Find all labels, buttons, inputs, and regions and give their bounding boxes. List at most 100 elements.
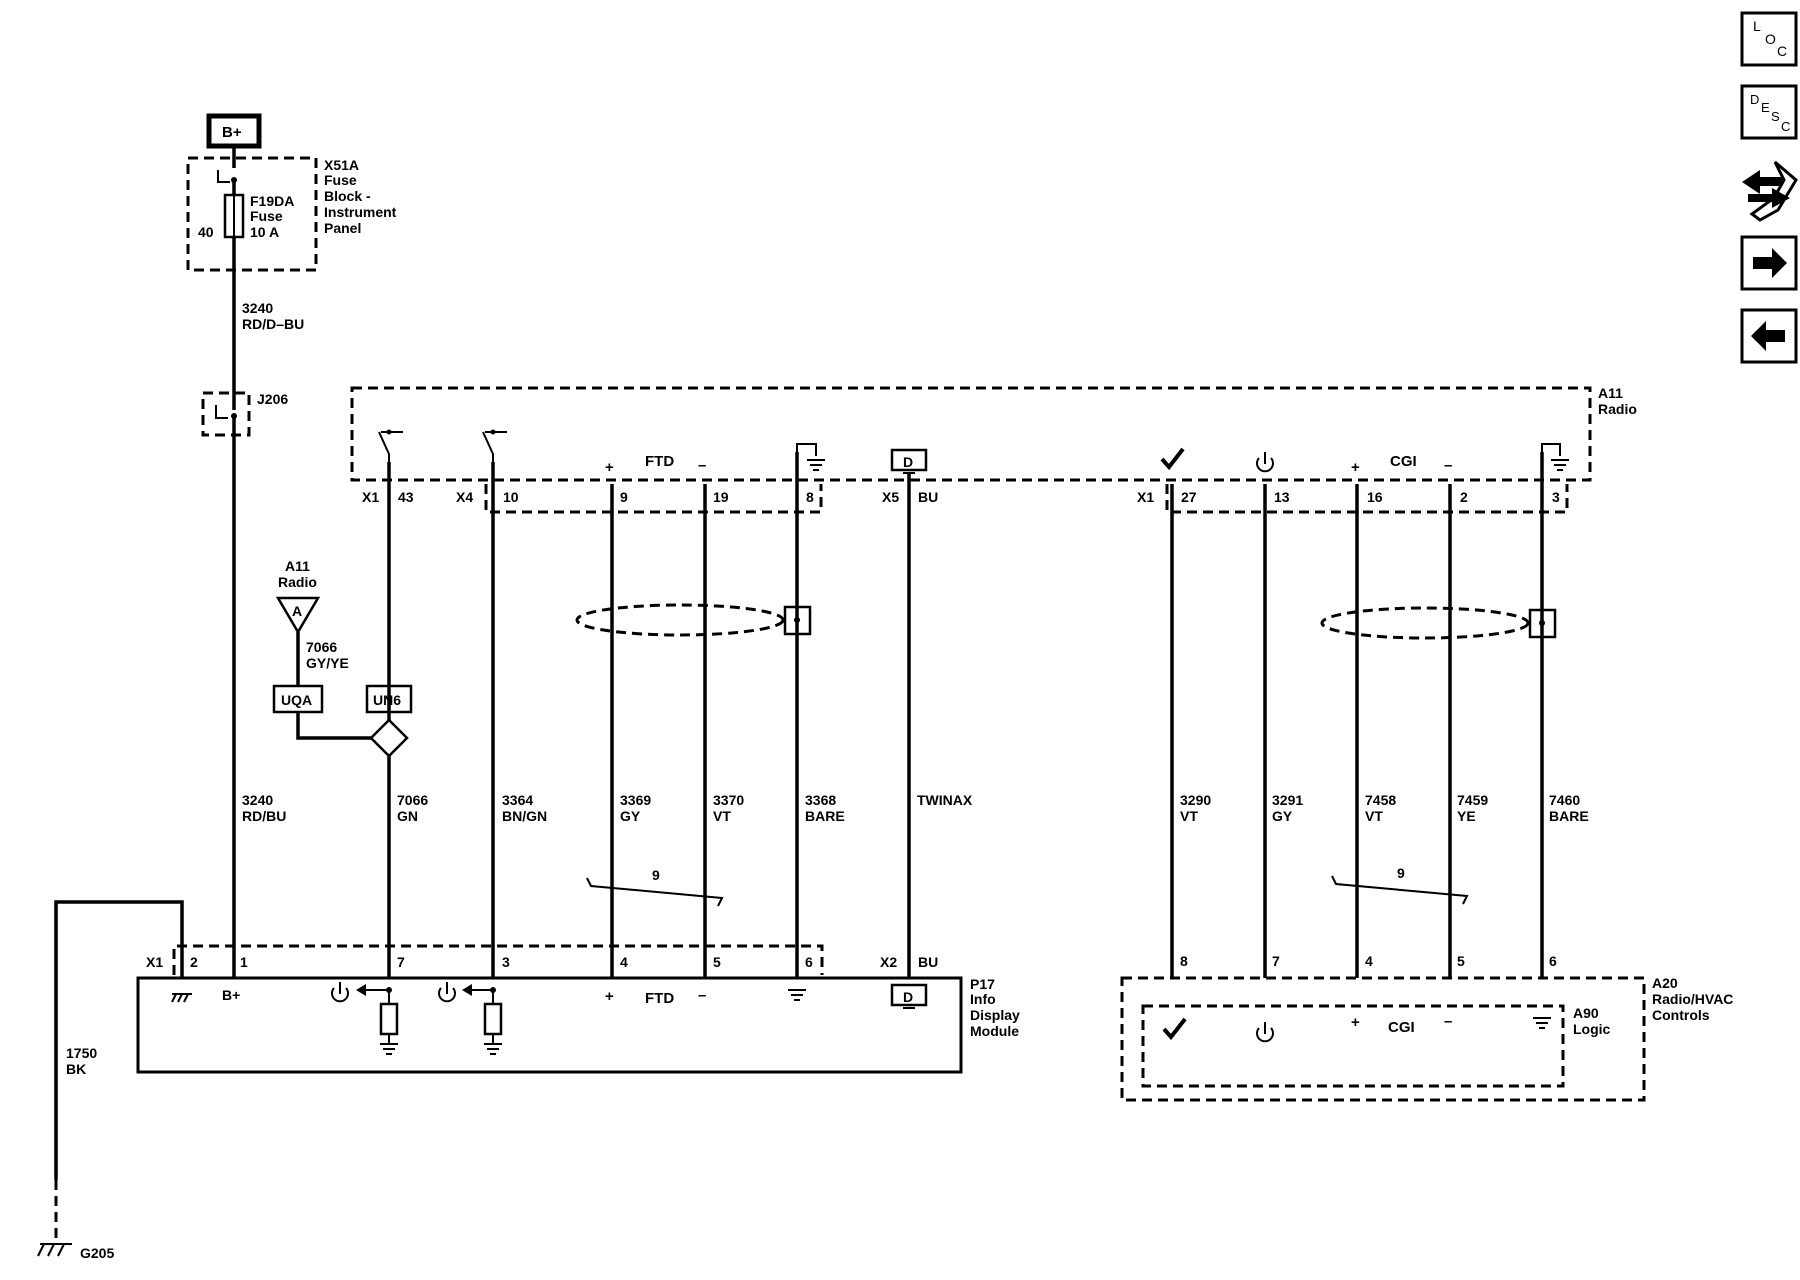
twisted-pair-mark (1331, 875, 1469, 905)
radio-pin-13: 13 (1274, 489, 1290, 505)
x1-right-connector-outline (1165, 484, 1569, 514)
cgi-minus-sign: – (1444, 457, 1452, 474)
radio-connector-x4: X4 (456, 489, 473, 505)
option-un6-label: UN6 (373, 692, 401, 708)
checkmark-icon (1160, 447, 1185, 469)
logic-name: A90 (1573, 1005, 1599, 1021)
loc-o-text: O (1765, 31, 1776, 47)
display-pin-4: 4 (620, 954, 628, 970)
desc-c-text: C (1781, 119, 1790, 134)
wire-3369-color: GY (620, 808, 641, 824)
display-name-3: Display (970, 1007, 1020, 1023)
display-ftd-label: FTD (645, 990, 674, 1007)
connector-view-icon[interactable] (1742, 160, 1798, 222)
ftd-minus-sign: – (698, 457, 706, 474)
ftd-plus-sign: + (605, 459, 614, 476)
svg-text:10 A: 10 A (250, 224, 279, 240)
display-pin-6: 6 (805, 954, 813, 970)
wire-3240-bottom-color: RD/BU (242, 808, 286, 824)
description-button[interactable]: D E S C (1740, 84, 1798, 140)
power-icon (331, 981, 349, 1003)
antenna-icon (275, 596, 321, 635)
shield-ellipse (1320, 606, 1530, 640)
display-module-outline (136, 976, 963, 1074)
right-wires: 3290 VT 3291 GY 7458 VT 7459 YE 7460 BAR… (1170, 452, 1589, 978)
controls-pin-7: 7 (1272, 953, 1280, 969)
chassis-ground-icon (37, 1243, 72, 1257)
wire-1750-color: BK (66, 1061, 86, 1077)
wire-3240-bottom-circuit: 3240 (242, 792, 273, 808)
ground-icon (1550, 459, 1570, 471)
next-arrow-icon[interactable] (1740, 235, 1798, 291)
controls-name-3: Controls (1652, 1007, 1710, 1023)
wire-3364-color: BN/GN (502, 808, 547, 824)
pull-down-resistor (379, 1002, 399, 1036)
wire-3370-color: VT (713, 808, 731, 824)
radio-pin-19: 19 (713, 489, 729, 505)
wire-3368-circuit: 3368 (805, 792, 836, 808)
input-switch-icon (378, 428, 404, 463)
svg-text:X51A: X51A (324, 157, 359, 173)
wire-7460-color: BARE (1549, 808, 1589, 824)
ground-icon (787, 989, 807, 1001)
checkmark-icon (1162, 1017, 1187, 1039)
logic-name-2: Logic (1573, 1021, 1611, 1037)
display-module: P17 Info Display Module X1 2 1 7 3 4 5 6… (136, 944, 1020, 1074)
desc-d-text: D (1750, 92, 1759, 107)
twisted-pair-mark (586, 877, 724, 907)
data-symbol-letter: D (903, 454, 913, 470)
loc-c-text: C (1777, 43, 1787, 59)
wire-1750-circuit: 1750 (66, 1045, 97, 1061)
display-ftd-minus: – (698, 987, 706, 1004)
location-button[interactable]: L O C (1740, 11, 1798, 67)
radio-pin-43: 43 (398, 489, 414, 505)
radio-pin-3: 3 (1552, 489, 1560, 505)
nav-buttons: L O C D E S C (1740, 11, 1798, 364)
b-plus-label: B+ (222, 124, 242, 141)
wire-7460-circuit: 7460 (1549, 792, 1580, 808)
twist-label-right: 9 (1397, 865, 1405, 881)
radio-right-connector-x1: X1 (1137, 489, 1154, 505)
display-pin-1: 1 (240, 954, 248, 970)
ground-icon (483, 1043, 503, 1055)
radio-pin-10: 10 (503, 489, 519, 505)
radio-connector-x5: X5 (882, 489, 899, 505)
splice-j206-outline (201, 391, 251, 437)
controls-cgi-plus: + (1351, 1014, 1360, 1031)
wire-7458-circuit: 7458 (1365, 792, 1396, 808)
radio-cgi-label: CGI (1390, 453, 1417, 470)
fuse-block-label: X51A Fuse Block - Instrument Panel (324, 157, 397, 236)
svg-text:Fuse: Fuse (250, 208, 283, 224)
display-connector-x2: X2 (880, 954, 897, 970)
radio-module: A11 Radio + FTD – D + CGI – X1 43 X4 10 … (350, 385, 1637, 514)
controls-pin-8: 8 (1180, 953, 1188, 969)
ground-icon (379, 1043, 399, 1055)
wire-3364-circuit: 3364 (502, 792, 533, 808)
display-pin-5: 5 (713, 954, 721, 970)
shield-ellipse (575, 603, 785, 637)
power-icon (1256, 1021, 1274, 1043)
display-b-plus: B+ (222, 987, 240, 1003)
power-icon (438, 981, 456, 1003)
controls-outline (1120, 976, 1646, 1102)
display-pin-7: 7 (397, 954, 405, 970)
display-name-4: Module (970, 1023, 1019, 1039)
svg-text:Instrument: Instrument (324, 204, 397, 220)
wire-7066-antenna-color: GY/YE (306, 655, 349, 671)
svg-text:Panel: Panel (324, 220, 361, 236)
antenna-module-label-2: Radio (278, 574, 317, 590)
display-connector-outline (172, 944, 824, 975)
radio-pin-2: 2 (1460, 489, 1468, 505)
previous-arrow-icon[interactable] (1740, 308, 1798, 364)
wire-twinax-label: TWINAX (917, 792, 973, 808)
display-ftd-plus: + (605, 988, 614, 1005)
wire-7066-circuit: 7066 (397, 792, 428, 808)
display-name-2: Info (970, 991, 996, 1007)
wire-7066-color: GN (397, 808, 418, 824)
controls-name-2: Radio/HVAC (1652, 991, 1733, 1007)
svg-text:F19DA: F19DA (250, 193, 294, 209)
wire-3240-top-color: RD/D–BU (242, 316, 304, 332)
display-pin-3: 3 (502, 954, 510, 970)
display-name: P17 (970, 976, 995, 992)
